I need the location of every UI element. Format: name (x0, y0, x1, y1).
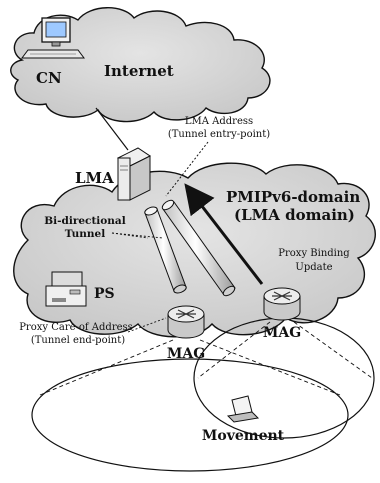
router-icon-right (263, 287, 301, 321)
right-mag-coverage-edge-2 (293, 321, 373, 379)
lma-server-icon (117, 147, 151, 201)
tunnel-label-line1: Bi-directional (44, 215, 125, 227)
tunnel-label-line2: Tunnel (65, 228, 105, 240)
pcoa-label-line2: (Tunnel end-point) (31, 335, 125, 346)
domain-title-line1: PMIPv6-domain (226, 188, 360, 206)
left-mag-coverage (31, 358, 349, 472)
computer-icon (21, 17, 85, 59)
tunnel-right (161, 199, 236, 297)
lma-label: LMA (75, 169, 114, 187)
internet-lma-link (95, 107, 129, 151)
movement-label: Movement (202, 428, 285, 444)
domain-title-line2: (LMA domain) (234, 206, 355, 224)
laptop-icon (226, 395, 260, 423)
mag-left-label: MAG (167, 346, 205, 362)
left-mag-coverage-edge-1 (39, 339, 174, 396)
right-mag-coverage-edge-1 (197, 321, 271, 379)
tunnel-leader-2 (111, 232, 164, 239)
printer-server-icon (45, 271, 87, 307)
pbu-arrow (184, 183, 264, 285)
internet-label: Internet (104, 62, 174, 80)
lma-address-line1: LMA Address (185, 116, 253, 127)
pcoa-label-line1: Proxy Care-of Address (19, 322, 133, 333)
internet-cloud (10, 7, 271, 123)
left-mag-coverage-edge-2 (199, 339, 341, 396)
tunnel-left (144, 206, 187, 294)
lma-address-line2: (Tunnel entry-point) (168, 129, 270, 140)
router-icon-left (167, 305, 205, 339)
pcoa-leader (127, 317, 167, 333)
cn-label: CN (36, 69, 62, 87)
pbu-label-line2: Update (295, 262, 332, 273)
lma-address-leader (165, 141, 209, 197)
ps-label: PS (94, 286, 115, 302)
mag-right-label: MAG (263, 325, 301, 341)
pbu-label-line1: Proxy Binding (278, 248, 350, 259)
